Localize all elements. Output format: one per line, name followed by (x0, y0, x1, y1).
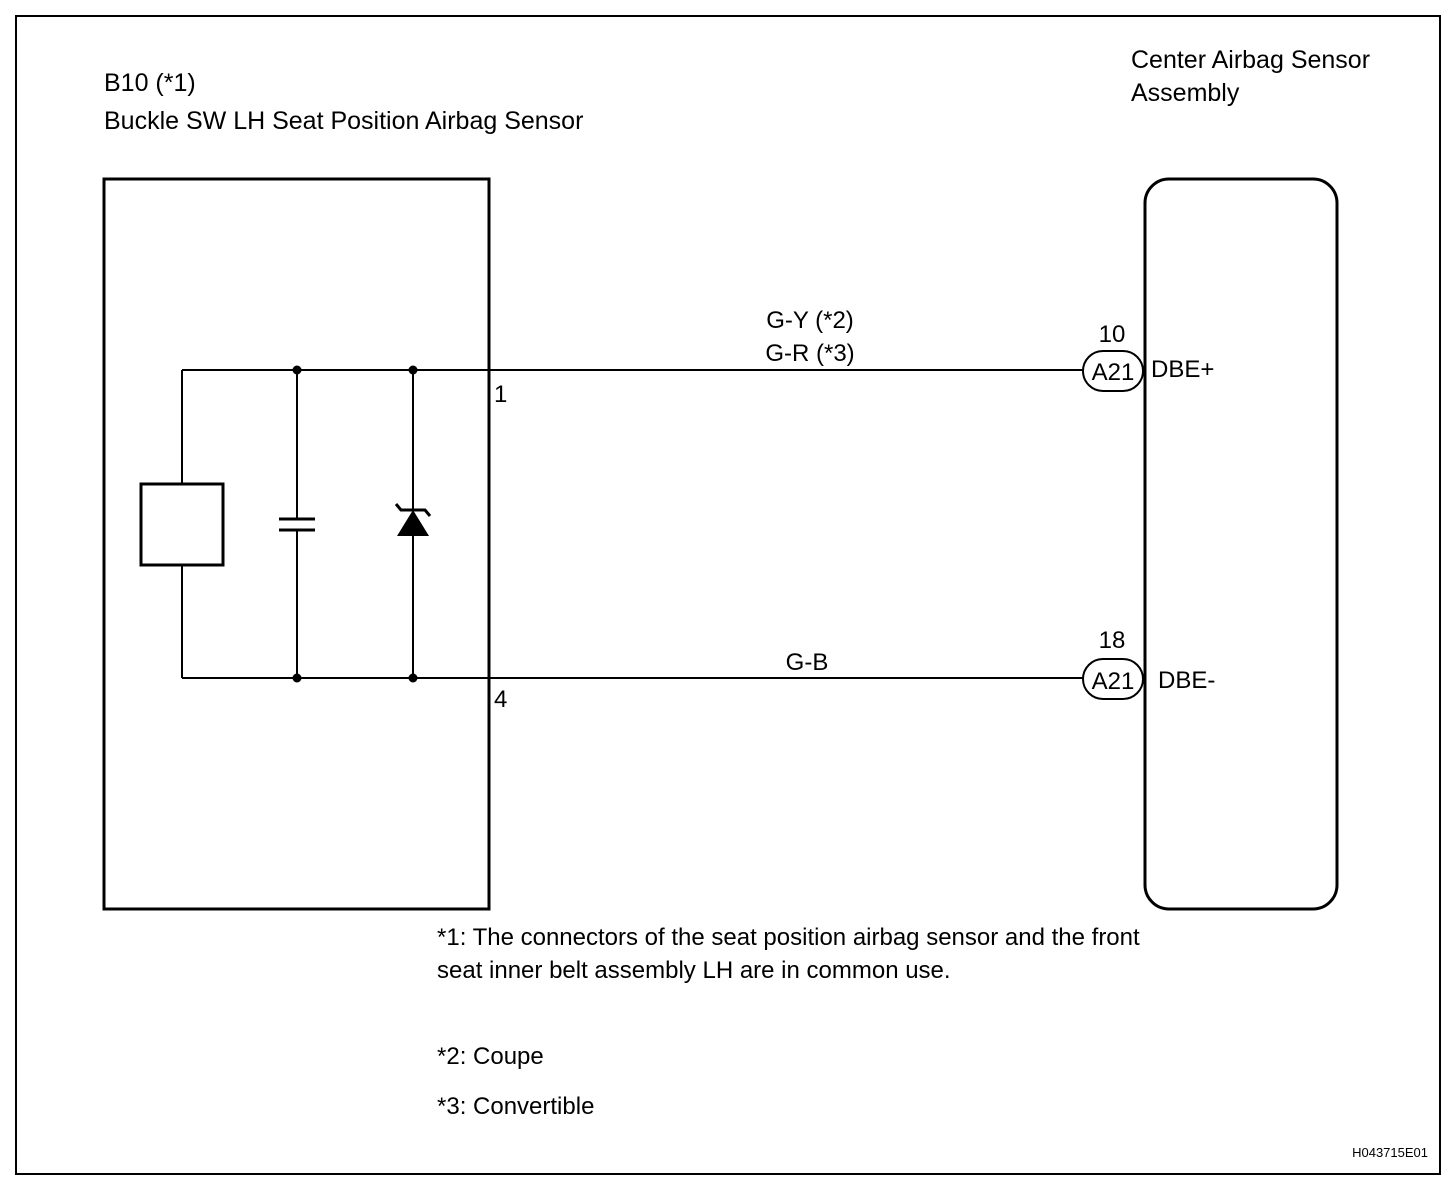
note-3: *3: Convertible (437, 1093, 594, 1120)
left-component-ref: B10 (*1) (104, 69, 196, 97)
wire-color-label: G-Y (*2) (766, 307, 854, 334)
terminal-name: DBE+ (1151, 356, 1214, 383)
diagram-frame (15, 15, 1441, 1175)
note-2: *2: Coupe (437, 1043, 544, 1070)
right-pin-number: 10 (1099, 321, 1126, 348)
note-1-line2: seat inner belt assembly LH are in commo… (437, 957, 951, 984)
connector-code: A21 (1092, 668, 1135, 695)
wire-color-label: G-B (786, 649, 829, 676)
diode-triangle (397, 510, 429, 536)
connector-oval (1082, 350, 1144, 392)
sensor-element (139, 482, 225, 567)
junction-dot (408, 365, 418, 375)
wire-dbe-minus: 4 G-B 18 A21 DBE- (489, 627, 1215, 713)
left-component-box (102, 177, 491, 911)
figure-id: H043715E01 (1352, 1145, 1428, 1160)
right-component-box (1143, 177, 1339, 911)
left-pin-number: 1 (494, 381, 507, 408)
right-component-name-line1: Center Airbag Sensor (1131, 46, 1370, 74)
connector-oval (1082, 658, 1144, 700)
right-pin-number: 18 (1099, 627, 1126, 654)
junction-dot (408, 673, 418, 683)
wire-dbe-plus: 1 G-Y (*2) G-R (*3) 10 A21 DBE+ (489, 307, 1214, 408)
wire-color-label: G-R (*3) (765, 340, 854, 367)
left-component-name: Buckle SW LH Seat Position Airbag Sensor (104, 107, 583, 135)
junction-dot (292, 673, 302, 683)
junction-dot (292, 365, 302, 375)
left-pin-number: 4 (494, 686, 507, 713)
right-component-name-line2: Assembly (1131, 79, 1240, 107)
terminal-name: DBE- (1158, 667, 1215, 694)
note-1-line1: *1: The connectors of the seat position … (437, 924, 1140, 951)
connector-code: A21 (1092, 359, 1135, 386)
internal-circuit (139, 365, 489, 683)
